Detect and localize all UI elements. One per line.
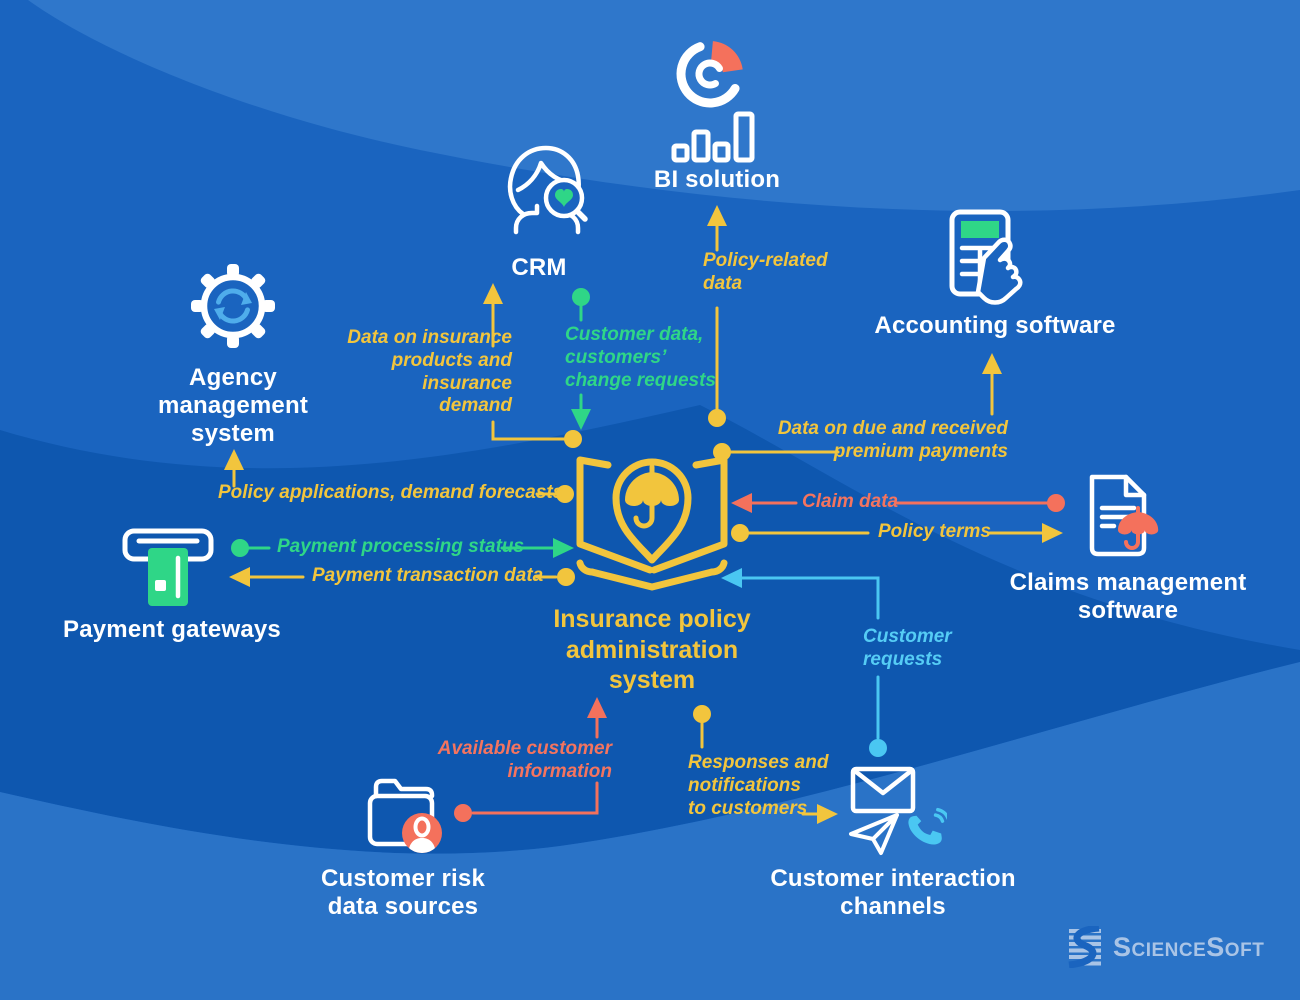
claim-data-label: Claim data (802, 491, 899, 512)
policy-terms-arrow (731, 523, 1063, 543)
payment-status-arrow (231, 538, 574, 558)
crm-icon (507, 145, 588, 235)
risk-folder-icon (367, 778, 442, 853)
payment-gateway-icon (122, 528, 214, 606)
risk-to-book-arrow (454, 697, 607, 822)
claims-management-label: Claims management software (1009, 569, 1247, 624)
claims-to-book-arrow (731, 493, 1065, 513)
envelope-icon (850, 766, 916, 814)
book-to-interaction-arrow (693, 705, 838, 824)
insurance-system-title: Insurance policy administration system (553, 605, 751, 694)
premium-payments-label: Data on due and received premium payment… (777, 418, 1008, 462)
crm-label: CRM (511, 254, 567, 281)
crm-to-book-arrow (571, 288, 591, 430)
claims-document-icon (1089, 474, 1159, 557)
book-to-accounting-arrow (713, 353, 1002, 461)
sciencesoft-logo-text: ScienceSoft (1113, 931, 1265, 962)
policy-related-data-label: Policy-related data (703, 250, 828, 294)
sciencesoft-logo-mark (1068, 926, 1101, 968)
bi-chart-icon (671, 41, 755, 163)
insurance-products-label: Data on insurance products and insurance… (347, 327, 512, 417)
interaction-to-book-arrow (721, 568, 887, 757)
payment-gateways-label: Payment gateways (63, 616, 281, 643)
phone-icon (908, 807, 947, 845)
policy-applications-label: Policy applications, demand forecasts (218, 482, 564, 503)
policy-terms-label: Policy terms (878, 521, 991, 542)
bi-solution-label: BI solution (653, 166, 781, 193)
accounting-software-label: Accounting software (874, 312, 1116, 339)
paper-plane-icon (849, 813, 899, 855)
accounting-calculator-icon (949, 209, 1023, 305)
customer-requests-label: Customer requests (863, 626, 952, 670)
customer-risk-label: Customer risk data sources (321, 865, 485, 920)
book-to-crm-arrow (483, 283, 582, 448)
book-to-bi-arrow (707, 205, 727, 427)
payment-transaction-arrow (229, 567, 575, 587)
agency-gear-icon (191, 264, 275, 348)
customer-data-label: Customer data, customers’ change request… (565, 324, 716, 391)
refresh-arrows-icon (214, 288, 252, 324)
book-to-agency-arrow (224, 449, 574, 503)
available-info-label: Available customer information (437, 738, 612, 782)
transaction-data-label: Payment transaction data (312, 565, 544, 586)
responses-label: Responses and notifications to customers (688, 752, 829, 819)
agency-management-label: Agency management system (157, 364, 309, 447)
processing-status-label: Payment processing status (277, 536, 525, 557)
interaction-channels-icon (849, 766, 947, 855)
customer-interaction-label: Customer interaction channels (770, 865, 1016, 920)
policy-book-icon (576, 456, 728, 591)
sciencesoft-logo: ScienceSoft (1063, 926, 1264, 968)
